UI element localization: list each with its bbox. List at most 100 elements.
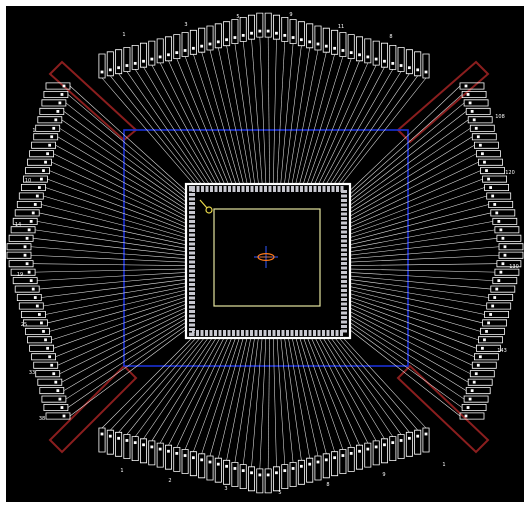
lead-finger[interactable] — [27, 336, 52, 344]
lead-finger[interactable] — [339, 32, 347, 57]
lead-finger[interactable] — [355, 36, 364, 62]
lead-finger[interactable] — [465, 107, 491, 115]
lead-finger[interactable] — [45, 412, 71, 420]
lead-finger[interactable] — [498, 243, 524, 251]
lead-finger[interactable] — [494, 226, 520, 234]
lead-finger[interactable] — [380, 438, 389, 464]
lead-finger[interactable] — [10, 268, 36, 276]
lead-finger[interactable] — [14, 285, 40, 293]
lead-finger[interactable] — [422, 53, 430, 79]
lead-finger[interactable] — [380, 42, 389, 68]
lead-finger[interactable] — [139, 438, 148, 464]
lead-finger[interactable] — [123, 434, 131, 459]
lead-finger[interactable] — [12, 217, 38, 225]
lead-finger[interactable] — [389, 45, 397, 70]
lead-finger[interactable] — [37, 378, 63, 386]
lead-finger[interactable] — [463, 99, 489, 107]
lead-finger[interactable] — [473, 353, 499, 361]
lead-finger[interactable] — [214, 457, 222, 483]
lead-finger[interactable] — [478, 336, 503, 344]
lead-finger[interactable] — [480, 327, 505, 335]
lead-finger[interactable] — [45, 82, 71, 90]
lead-finger[interactable] — [37, 116, 63, 124]
lead-finger[interactable] — [123, 47, 131, 72]
lead-finger[interactable] — [16, 293, 42, 302]
lead-finger[interactable] — [256, 12, 264, 38]
lead-finger[interactable] — [247, 14, 256, 40]
lead-finger[interactable] — [181, 449, 189, 474]
lead-finger[interactable] — [364, 38, 372, 64]
lead-finger[interactable] — [414, 429, 422, 455]
lead-finger[interactable] — [355, 444, 364, 470]
lead-finger[interactable] — [231, 19, 239, 44]
lead-finger[interactable] — [414, 51, 422, 77]
lead-finger[interactable] — [12, 277, 38, 285]
lead-finger[interactable] — [322, 453, 330, 479]
lead-finger[interactable] — [247, 466, 256, 492]
lead-finger[interactable] — [115, 49, 123, 75]
lead-finger[interactable] — [484, 310, 510, 319]
lead-finger[interactable] — [239, 464, 247, 490]
lead-finger[interactable] — [490, 285, 516, 293]
lead-finger[interactable] — [214, 23, 222, 49]
lead-finger[interactable] — [331, 29, 339, 55]
lead-finger[interactable] — [156, 38, 164, 64]
lead-finger[interactable] — [139, 42, 148, 68]
lead-finger[interactable] — [41, 99, 67, 107]
lead-finger[interactable] — [206, 455, 214, 481]
lead-finger[interactable] — [10, 226, 36, 234]
lead-finger[interactable] — [164, 444, 173, 470]
lead-finger[interactable] — [27, 158, 52, 166]
lead-finger[interactable] — [148, 40, 156, 66]
lead-finger[interactable] — [16, 200, 42, 209]
lead-finger[interactable] — [39, 107, 65, 115]
lead-finger[interactable] — [372, 440, 380, 466]
lead-finger[interactable] — [31, 141, 56, 149]
lead-finger[interactable] — [306, 23, 314, 49]
lead-finger[interactable] — [347, 446, 355, 472]
lead-finger[interactable] — [98, 427, 106, 453]
lead-finger[interactable] — [459, 412, 485, 420]
lead-finger[interactable] — [478, 158, 503, 166]
lead-finger[interactable] — [173, 446, 181, 472]
lead-finger[interactable] — [156, 442, 164, 468]
lead-finger[interactable] — [469, 370, 495, 378]
lead-finger[interactable] — [189, 451, 197, 477]
lead-finger[interactable] — [239, 16, 247, 42]
lead-finger[interactable] — [289, 19, 297, 44]
lead-finger[interactable] — [256, 468, 264, 494]
lead-finger[interactable] — [31, 353, 56, 361]
lead-finger[interactable] — [314, 25, 322, 51]
lead-finger[interactable] — [492, 277, 518, 285]
lead-finger[interactable] — [98, 53, 106, 79]
lead-finger[interactable] — [467, 116, 493, 124]
lead-finger[interactable] — [465, 387, 491, 395]
lead-finger[interactable] — [8, 234, 34, 242]
lead-finger[interactable] — [223, 21, 231, 47]
lead-finger[interactable] — [20, 183, 46, 192]
lead-finger[interactable] — [231, 462, 239, 487]
lead-finger[interactable] — [322, 27, 330, 53]
lead-finger[interactable] — [473, 141, 499, 149]
lead-finger[interactable] — [43, 91, 69, 98]
lead-finger[interactable] — [469, 124, 495, 132]
lead-finger[interactable] — [484, 183, 510, 192]
lead-finger[interactable] — [463, 395, 489, 403]
lead-finger[interactable] — [281, 16, 289, 42]
lead-finger[interactable] — [480, 167, 505, 175]
lead-finger[interactable] — [482, 319, 508, 327]
lead-finger[interactable] — [39, 387, 65, 395]
lead-finger[interactable] — [397, 47, 405, 72]
lead-finger[interactable] — [29, 344, 54, 352]
lead-finger[interactable] — [496, 260, 522, 268]
lead-finger[interactable] — [164, 36, 173, 62]
lead-finger[interactable] — [198, 27, 206, 53]
lead-finger[interactable] — [198, 453, 206, 479]
lead-finger[interactable] — [18, 192, 44, 200]
lead-finger[interactable] — [6, 251, 32, 259]
lead-finger[interactable] — [29, 150, 54, 158]
lead-finger[interactable] — [206, 25, 214, 51]
lead-finger[interactable] — [106, 51, 114, 77]
lead-finger[interactable] — [297, 21, 305, 47]
